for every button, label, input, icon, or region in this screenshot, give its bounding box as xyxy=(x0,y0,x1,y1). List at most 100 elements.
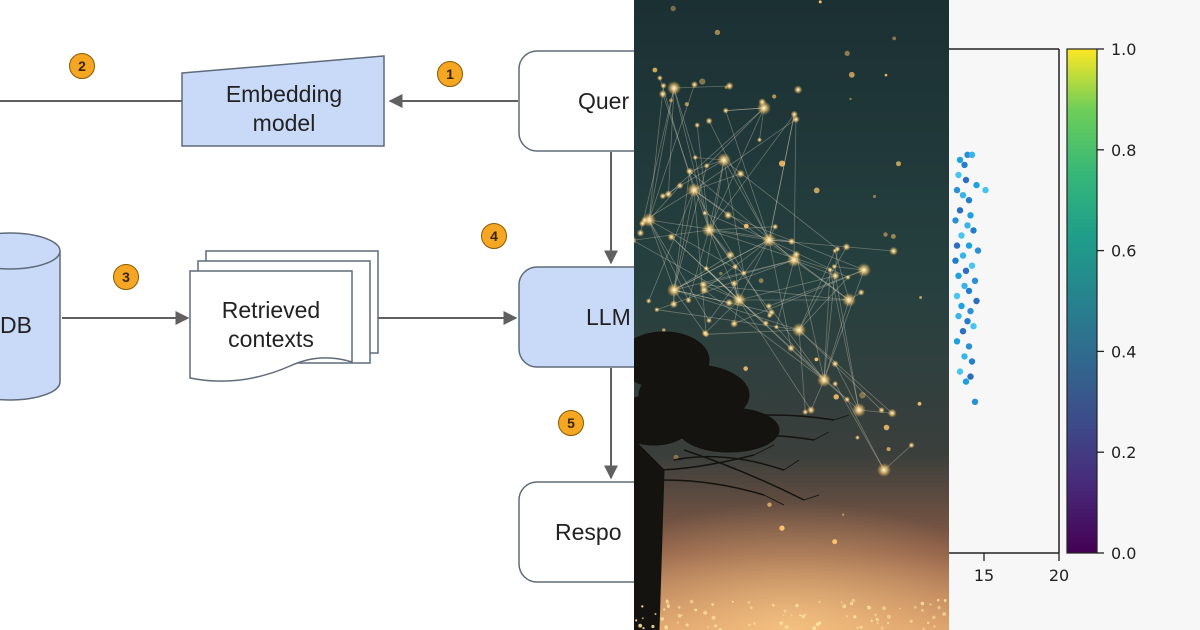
city-light xyxy=(812,626,816,630)
network-link xyxy=(668,87,675,195)
city-light xyxy=(707,626,709,629)
network-link xyxy=(823,299,850,381)
response-box xyxy=(518,481,634,583)
scatter-point xyxy=(961,353,968,360)
floating-light xyxy=(884,73,888,77)
scatter-point xyxy=(955,312,962,320)
network-node xyxy=(657,75,663,81)
floating-light xyxy=(772,94,777,99)
network-link xyxy=(708,120,770,241)
city-light xyxy=(856,626,860,630)
network-node xyxy=(773,324,779,330)
network-link xyxy=(706,107,765,167)
network-node xyxy=(762,233,776,247)
network-link xyxy=(648,219,689,301)
network-node xyxy=(667,81,681,95)
network-link xyxy=(708,159,725,231)
scatter-point xyxy=(971,398,979,405)
network-link xyxy=(829,269,860,411)
network-link xyxy=(648,189,695,302)
city-light xyxy=(922,627,925,630)
colorbar-tick-label: 0.2 xyxy=(1111,443,1136,462)
step-2-badge: 2 xyxy=(69,53,95,79)
step-5-badge: 5 xyxy=(558,410,584,436)
city-light xyxy=(747,601,751,604)
scatter-point xyxy=(959,252,967,259)
city-light xyxy=(842,604,847,609)
network-link xyxy=(640,87,675,234)
network-link xyxy=(835,275,860,411)
colorbar-tick-label: 0.8 xyxy=(1111,141,1136,160)
city-light xyxy=(753,622,756,625)
scatter-point xyxy=(955,272,962,279)
city-light xyxy=(880,626,884,630)
city-light xyxy=(909,619,913,624)
colorbar-tick-label: 0.0 xyxy=(1111,544,1136,563)
network-link xyxy=(776,259,795,328)
network-node xyxy=(667,233,676,241)
colorbar-tick-label: 0.6 xyxy=(1111,242,1136,261)
network-link xyxy=(798,329,893,414)
network-link xyxy=(798,246,847,331)
network-link xyxy=(708,229,736,267)
city-light xyxy=(638,623,643,628)
network-node xyxy=(701,329,709,337)
floating-light xyxy=(848,71,855,78)
network-link xyxy=(673,259,795,291)
city-light xyxy=(711,615,716,620)
network-link xyxy=(648,87,675,221)
city-light xyxy=(654,613,657,615)
colorbar-tick-label: 0.4 xyxy=(1111,342,1136,361)
city-light xyxy=(771,603,775,607)
city-light xyxy=(913,605,917,609)
floating-light xyxy=(872,194,877,199)
city-light xyxy=(694,608,698,612)
floating-light xyxy=(849,97,852,101)
query-box xyxy=(518,50,634,152)
city-light xyxy=(784,624,789,629)
floating-light xyxy=(892,36,897,41)
network-node xyxy=(660,82,667,89)
network-node xyxy=(722,107,729,114)
network-link xyxy=(798,329,882,411)
network-link xyxy=(768,114,795,241)
network-node xyxy=(687,183,701,197)
network-link xyxy=(823,269,831,381)
scatter-point xyxy=(962,176,970,184)
network-node xyxy=(877,463,891,477)
network-node xyxy=(694,122,701,128)
network-node xyxy=(685,167,694,176)
network-link xyxy=(823,379,860,411)
scatter-point xyxy=(967,212,974,219)
network-link xyxy=(704,212,770,241)
scatter-point xyxy=(953,338,961,345)
x-tick-label: 15 xyxy=(974,566,994,585)
city-light xyxy=(887,614,891,619)
response-label: Respo xyxy=(555,518,622,545)
city-light xyxy=(635,619,638,622)
scatter-point xyxy=(965,287,973,295)
photo-canvas xyxy=(634,0,949,630)
network-link xyxy=(703,259,795,285)
network-link xyxy=(693,189,729,216)
network-node xyxy=(667,283,681,297)
scatter-point xyxy=(956,368,964,375)
network-node xyxy=(889,246,898,256)
floating-light xyxy=(670,5,676,12)
city-light xyxy=(936,598,940,602)
network-link xyxy=(834,383,885,471)
network-node xyxy=(736,169,745,179)
network-node xyxy=(645,298,652,304)
network-link xyxy=(662,159,725,197)
network-link xyxy=(662,93,710,231)
floating-light xyxy=(844,50,850,57)
floating-light xyxy=(886,447,891,452)
network-node xyxy=(669,300,678,309)
city-light xyxy=(651,624,655,629)
retrieved-contexts-label: Retrieved contexts xyxy=(221,297,321,352)
network-node xyxy=(792,323,806,337)
network-node xyxy=(762,320,770,327)
floating-light xyxy=(883,424,890,431)
step-1-badge: 1 xyxy=(437,61,463,87)
